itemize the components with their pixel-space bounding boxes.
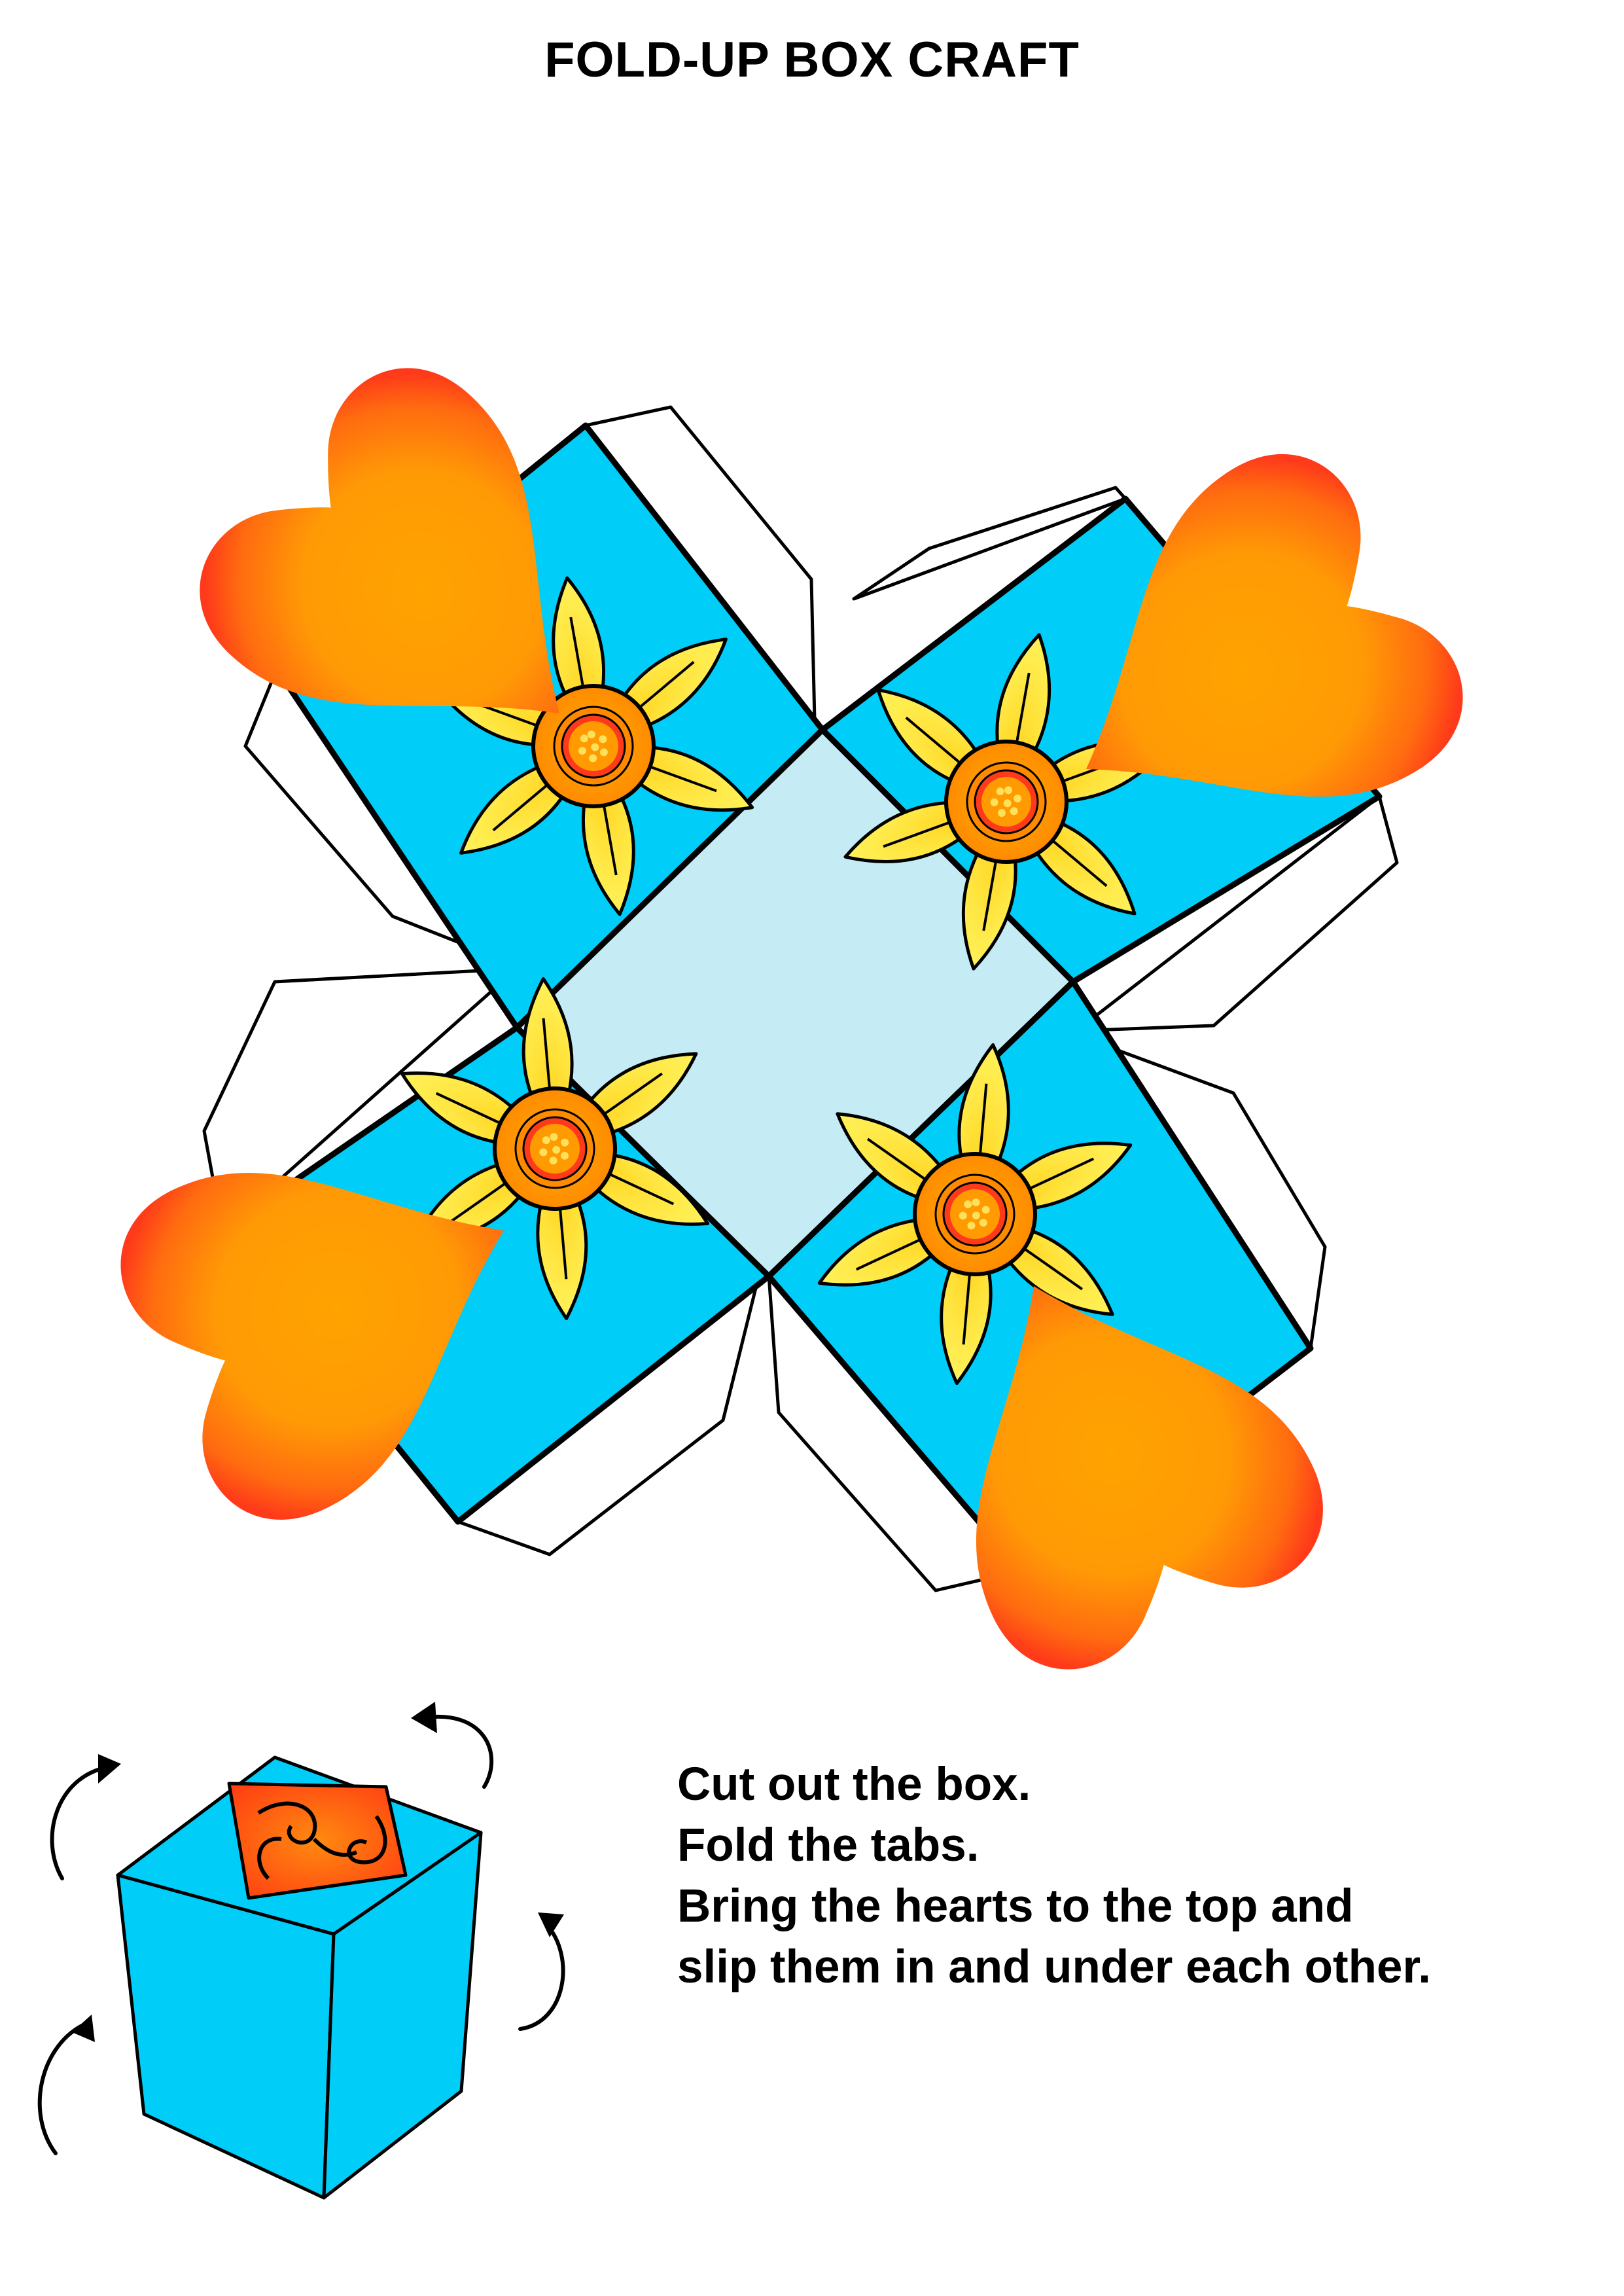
curved-arrow-icon [37, 1715, 565, 2155]
finished-box-icon [116, 1755, 483, 2200]
instruction-step: Fold the tabs. [677, 1820, 980, 1871]
instruction-step: Cut out the box. [677, 1759, 1031, 1810]
page-title: FOLD-UP BOX CRAFT [544, 32, 1080, 88]
instruction-step: slip them in and under each other. [677, 1941, 1431, 1993]
box-net [94, 334, 1493, 1696]
instructions: Cut out the box. Fold the tabs. Bring th… [677, 1754, 1593, 1998]
instruction-step: Bring the hearts to the top and [677, 1880, 1354, 1932]
